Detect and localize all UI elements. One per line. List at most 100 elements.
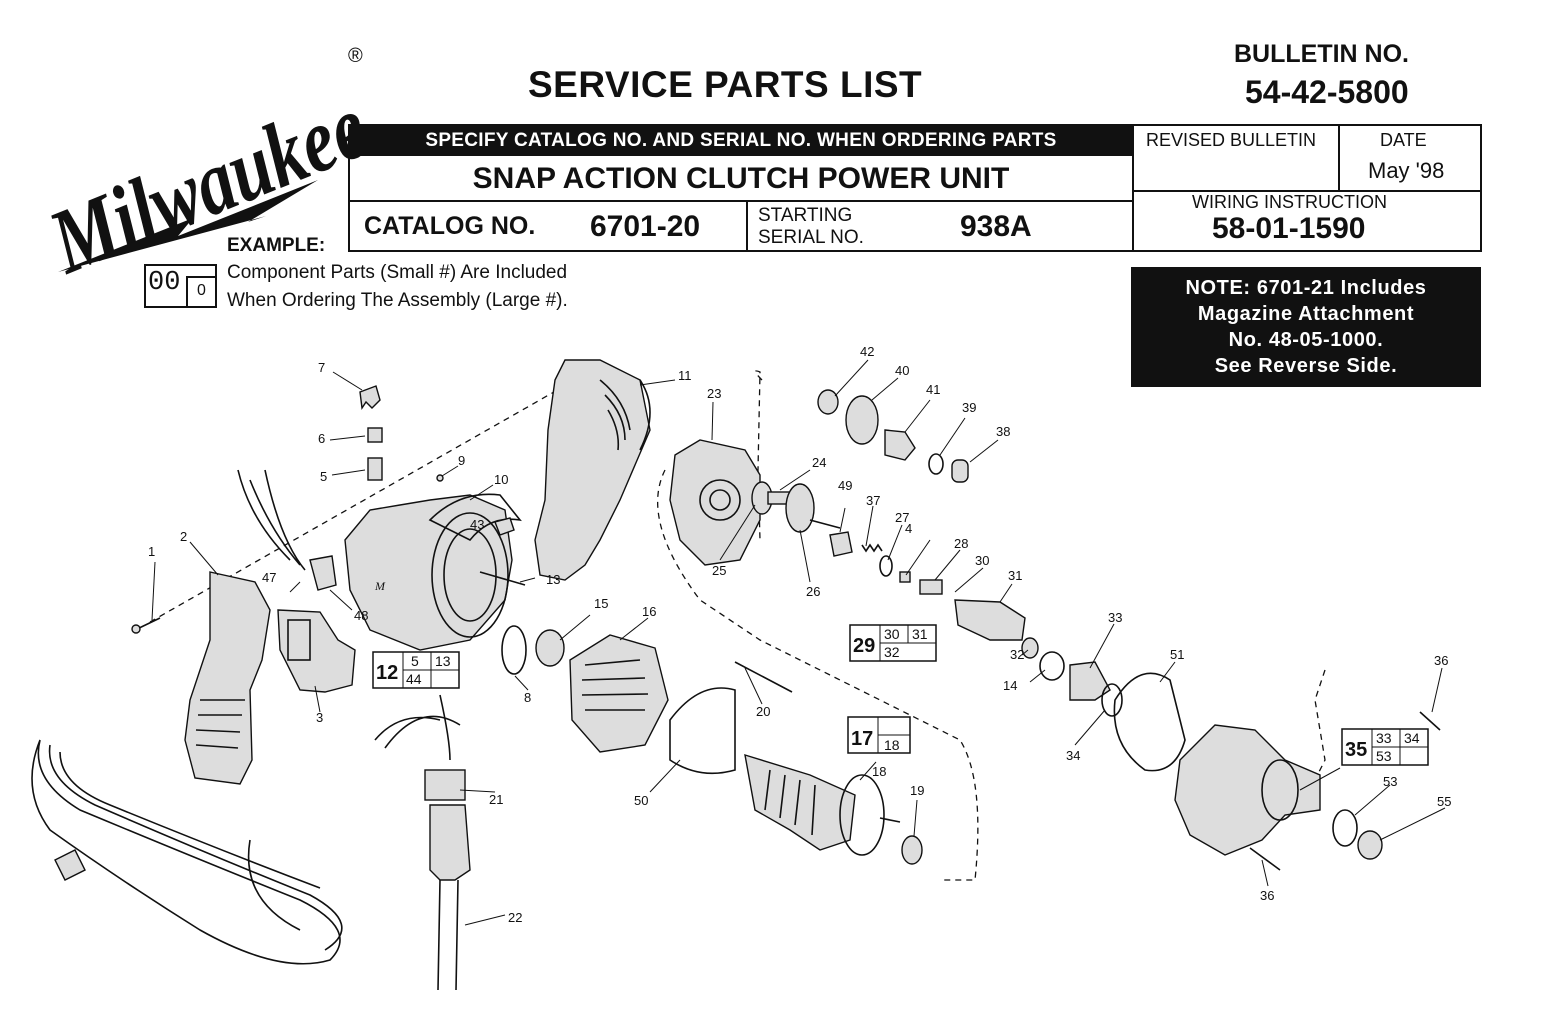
assembly-box-17: 17 18 bbox=[847, 716, 911, 754]
part-label: 26 bbox=[806, 584, 820, 599]
component-number: 18 bbox=[884, 737, 900, 753]
part-2-handle bbox=[184, 571, 271, 785]
part-label: 11 bbox=[678, 368, 692, 383]
part-23-gear-plate bbox=[669, 439, 761, 566]
serial-label-line2: SERIAL NO. bbox=[758, 227, 864, 248]
catalog-label: CATALOG NO. bbox=[364, 212, 536, 240]
note-box: NOTE: 6701-21 Includes Magazine Attachme… bbox=[1131, 267, 1481, 387]
part-32-nut bbox=[1021, 637, 1039, 659]
part-label: 28 bbox=[954, 536, 968, 551]
part-12-motor-housing: M bbox=[344, 494, 513, 651]
part-label: 20 bbox=[756, 704, 770, 719]
part-label: 47 bbox=[262, 570, 276, 585]
part-label: 2 bbox=[180, 529, 187, 544]
part-label: 10 bbox=[494, 472, 508, 487]
part-label: 53 bbox=[1383, 774, 1397, 789]
part-label: 7 bbox=[318, 360, 325, 375]
date-value: May '98 bbox=[1368, 158, 1445, 183]
part-label: 4 bbox=[905, 521, 912, 536]
part-label: 5 bbox=[320, 469, 327, 484]
bulletin-number: 54-42-5800 bbox=[1245, 74, 1409, 110]
part-40-gear bbox=[845, 395, 879, 445]
part-label: 23 bbox=[707, 386, 721, 401]
part-label: 18 bbox=[872, 764, 886, 779]
example-big-number: 00 bbox=[148, 268, 181, 298]
part-label: 38 bbox=[996, 424, 1010, 439]
part-21-22-cord bbox=[31, 694, 471, 991]
wiring-instruction-number: 58-01-1590 bbox=[1212, 212, 1366, 245]
part-49-clutch bbox=[829, 531, 853, 557]
part-11-housing-half bbox=[534, 359, 651, 581]
part-42-nut bbox=[817, 389, 839, 415]
note-line4: See Reverse Side. bbox=[1214, 355, 1398, 377]
divider bbox=[1132, 126, 1134, 252]
part-label: 41 bbox=[926, 382, 940, 397]
part-label: 36 bbox=[1260, 888, 1274, 903]
part-15-bearing bbox=[535, 629, 565, 667]
part-label: 55 bbox=[1437, 794, 1451, 809]
part-9-screw bbox=[436, 474, 444, 482]
example-label: EXAMPLE: bbox=[227, 235, 326, 256]
part-label: 25 bbox=[712, 563, 726, 578]
part-label: 50 bbox=[634, 793, 648, 808]
divider bbox=[1132, 190, 1482, 192]
part-label: 19 bbox=[910, 783, 924, 798]
part-label: 14 bbox=[1003, 678, 1017, 693]
part-4-pin bbox=[899, 571, 911, 583]
part-17-armature bbox=[744, 753, 901, 856]
part-label: 51 bbox=[1170, 647, 1184, 662]
component-number: 44 bbox=[406, 671, 422, 687]
part-label: 34 bbox=[1066, 748, 1080, 763]
component-number: 32 bbox=[884, 644, 900, 660]
part-6-brush bbox=[367, 427, 383, 443]
part-label: 40 bbox=[895, 363, 909, 378]
part-35-gear-case bbox=[1174, 724, 1321, 856]
specify-note: SPECIFY CATALOG NO. AND SERIAL NO. WHEN … bbox=[350, 126, 1132, 156]
part-5-brush-holder bbox=[367, 457, 383, 481]
part-38-bearing bbox=[951, 459, 969, 483]
component-number: 30 bbox=[884, 626, 900, 642]
component-number: 33 bbox=[1376, 730, 1392, 746]
part-43-clip bbox=[494, 517, 515, 536]
divider bbox=[746, 202, 748, 252]
catalog-number: 6701-20 bbox=[590, 210, 701, 243]
part-51-gasket bbox=[1113, 672, 1186, 772]
part-label: 15 bbox=[594, 596, 608, 611]
assembly-number: 35 bbox=[1345, 739, 1367, 761]
date-label: DATE bbox=[1380, 130, 1427, 150]
milwaukee-logo: Milwaukee ® bbox=[35, 45, 381, 290]
part-34-ring bbox=[1101, 683, 1123, 717]
part-55-cap bbox=[1357, 830, 1383, 860]
part-label: 33 bbox=[1108, 610, 1122, 625]
example-small-number: 0 bbox=[186, 276, 215, 306]
example-text-line1: Component Parts (Small #) Are Included bbox=[227, 262, 568, 283]
part-label: 16 bbox=[642, 604, 656, 619]
wiring-instruction-label: WIRING INSTRUCTION bbox=[1192, 192, 1387, 212]
part-label: 43 bbox=[470, 517, 484, 532]
divider bbox=[1338, 126, 1340, 190]
exploded-parts-diagram: M bbox=[31, 344, 1451, 991]
part-label: 32 bbox=[1010, 647, 1024, 662]
part-53-retaining-ring bbox=[1332, 809, 1358, 847]
assembly-number: 12 bbox=[376, 662, 398, 684]
part-20-screw bbox=[734, 661, 793, 693]
product-name: SNAP ACTION CLUTCH POWER UNIT bbox=[350, 156, 1132, 202]
part-50-baffle bbox=[669, 687, 736, 775]
part-label: 48 bbox=[354, 608, 368, 623]
header-table: SPECIFY CATALOG NO. AND SERIAL NO. WHEN … bbox=[348, 124, 1482, 252]
assembly-number: 17 bbox=[851, 728, 873, 750]
note-line3: No. 48-05-1000. bbox=[1228, 329, 1384, 351]
part-label: 49 bbox=[838, 478, 852, 493]
switch-wires bbox=[237, 469, 306, 571]
part-label: 6 bbox=[318, 431, 325, 446]
part-label: 21 bbox=[489, 792, 503, 807]
bulletin-label: BULLETIN NO. bbox=[1234, 40, 1409, 68]
part-13-strip bbox=[479, 571, 526, 586]
part-label: 31 bbox=[1008, 568, 1022, 583]
part-39-washer bbox=[928, 453, 944, 475]
part-label: 37 bbox=[866, 493, 880, 508]
lightning-bolt-icon bbox=[58, 180, 318, 272]
part-8-ring bbox=[501, 625, 527, 675]
part-37-spring bbox=[861, 543, 883, 553]
page-title: SERVICE PARTS LIST bbox=[528, 64, 923, 105]
